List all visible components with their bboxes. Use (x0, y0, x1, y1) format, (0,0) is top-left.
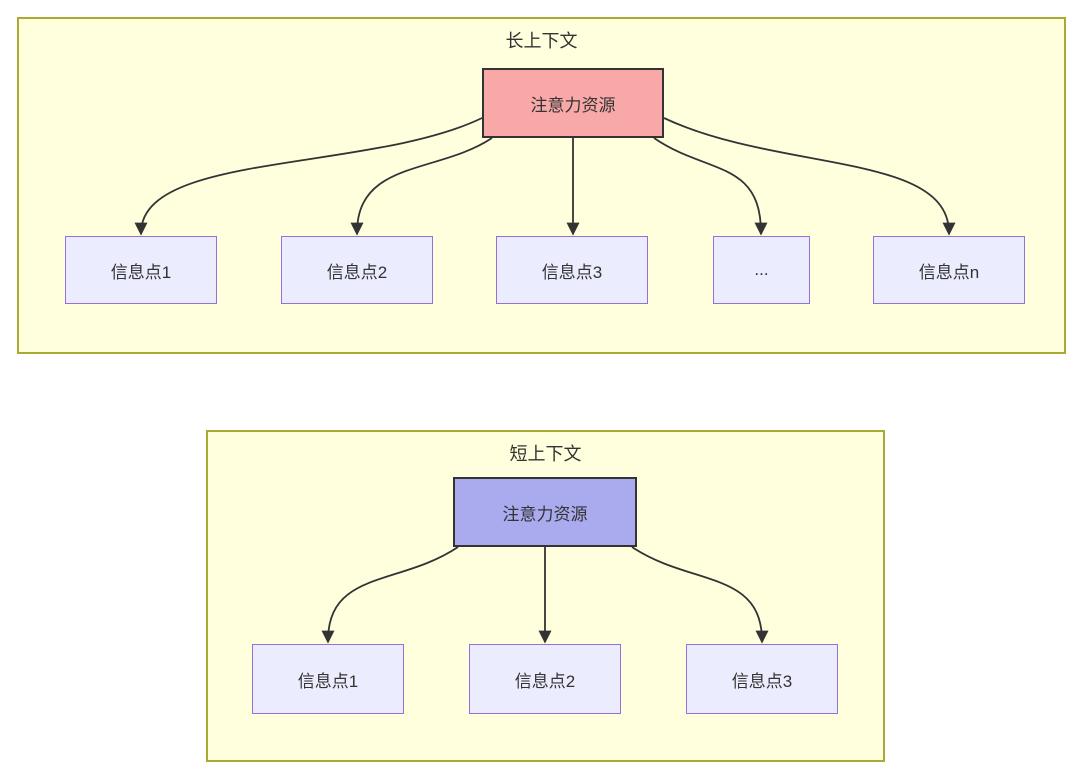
info-node-long-2: 信息点2 (281, 236, 433, 304)
long-context-title: 长上下文 (505, 31, 578, 51)
info-node-long-3: 信息点3 (496, 236, 648, 304)
info-node-long-ellipsis: ... (713, 236, 810, 304)
edge-short-attn-to-node3 (631, 546, 769, 644)
edge-long-attn-to-node1 (134, 117, 483, 236)
short-context-title: 短上下文 (509, 444, 582, 464)
attention-node-long: 注意力资源 (482, 68, 664, 138)
info-node-long-n: 信息点n (873, 236, 1025, 304)
edge-long-attn-to-node2 (350, 137, 493, 236)
info-node-short-1: 信息点1 (252, 644, 404, 714)
edge-long-attn-to-node5 (663, 117, 956, 236)
info-node-short-2: 信息点2 (469, 644, 621, 714)
edge-long-attn-to-node4 (653, 137, 768, 236)
info-node-short-3: 信息点3 (686, 644, 838, 714)
edge-short-attn-to-node1 (321, 546, 459, 644)
attention-node-short: 注意力资源 (453, 477, 637, 547)
info-node-long-1: 信息点1 (65, 236, 217, 304)
